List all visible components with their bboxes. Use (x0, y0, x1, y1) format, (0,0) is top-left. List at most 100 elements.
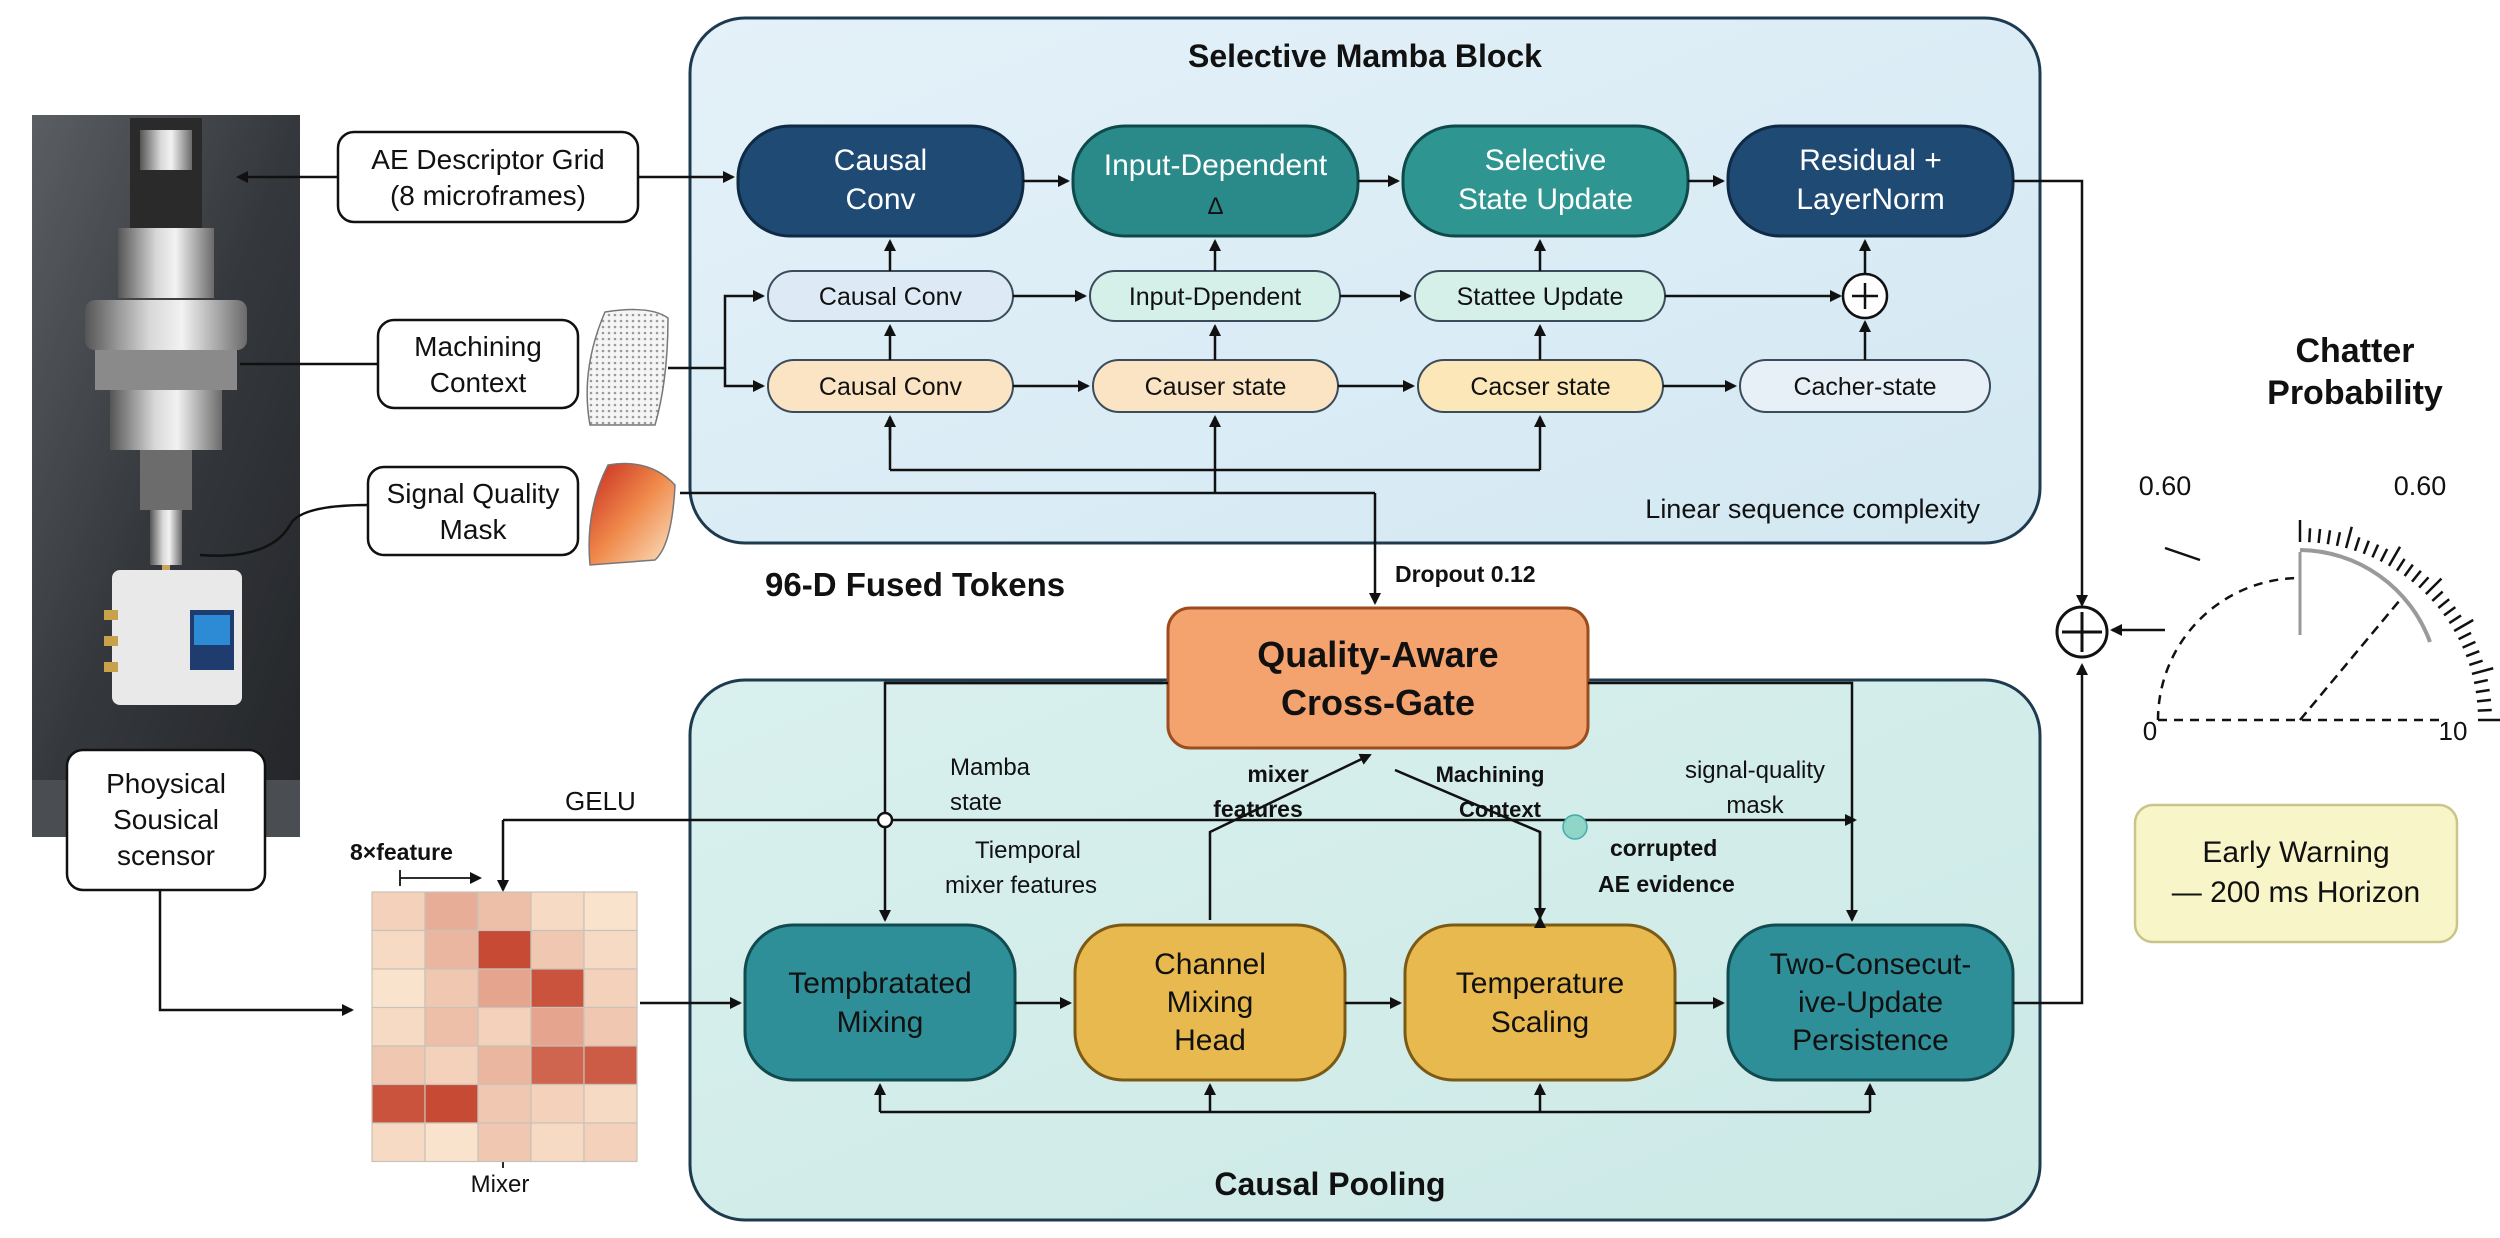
heatmap-cell (583, 1122, 638, 1163)
heatmap-cell (530, 968, 585, 1009)
channel-mixing-line2: Mixing (1167, 986, 1254, 1019)
pooling-connectors (497, 179, 2165, 1114)
heatmap-cell (583, 1045, 638, 1086)
mamba-title: Selective Mamba Block (1188, 38, 1542, 74)
gauge-tick (2403, 563, 2414, 577)
heatmap-cell (530, 929, 585, 970)
row2-state-update-label: Stattee Update (1457, 283, 1624, 311)
residual-line2: LayerNorm (1796, 183, 1944, 216)
heatmap-cell (477, 891, 532, 932)
persistence-line2: ive-Update (1798, 986, 1943, 1019)
warning-line2: — 200 ms Horizon (2172, 876, 2420, 909)
feature-label: 8×feature (350, 839, 453, 865)
gauge-tick (2362, 540, 2370, 555)
channel-mixing-line3: Head (1174, 1024, 1246, 1057)
complexity-label: Linear sequence complexity (1645, 494, 1980, 524)
persistence-line1: Two-Consecut- (1770, 948, 1972, 981)
temporal-line1: Tiemporal (975, 837, 1081, 864)
gauge-tick (2437, 598, 2450, 609)
temperature-scaling-block (1403, 923, 1677, 1082)
residual-line1: Residual + (1799, 144, 1942, 177)
chatter-title-line2: Probability (2267, 374, 2443, 412)
pooling-title: Causal Pooling (1214, 1166, 1445, 1202)
heatmap-cell (530, 1122, 585, 1163)
row3-cacher-state-label: Cacher-state (1793, 373, 1936, 401)
heatmap-cell (530, 891, 585, 932)
heatmap-cell (371, 1006, 426, 1047)
selective-state-line2: State Update (1458, 183, 1633, 216)
gauge-tick (2395, 558, 2406, 572)
mixer-features-line2: features (1213, 796, 1302, 822)
temporal-mixing-block (743, 923, 1017, 1082)
gauge-tick (2424, 577, 2443, 596)
gauge-tick (2443, 606, 2457, 617)
mamba-main-row: Causal Conv Input-Dependent Δ Selective … (736, 124, 2015, 238)
signal-quality-input: Signal Quality Mask (366, 462, 676, 566)
sensor-line2: Sousical (113, 804, 219, 835)
temporal-mixing-line2: Mixing (837, 1006, 924, 1039)
residual-block (1726, 124, 2015, 238)
gauge-tick-left: 0.60 (2139, 471, 2192, 501)
gauge-tick (2344, 526, 2353, 549)
temporal-line2: mixer features (945, 872, 1097, 899)
cross-gate-line1: Quality-Aware (1257, 634, 1498, 675)
heatmap-cell (530, 1006, 585, 1047)
corrupted-line2: AE evidence (1598, 871, 1735, 897)
row3-cacser-state-label: Cacser state (1470, 373, 1610, 401)
heatmap-cell (477, 1083, 532, 1124)
temperature-line1: Temperature (1456, 967, 1624, 1000)
temporal-mixing-line1: Tempbratated (788, 967, 971, 1000)
heatmap-cell (424, 968, 479, 1009)
gauge-tick (2387, 546, 2402, 567)
gauge-tick (2371, 544, 2380, 558)
input-dependent-line1: Input-Dependent (1104, 149, 1328, 182)
ae-grid-line2: (8 microframes) (390, 180, 586, 211)
gelu-label: GELU (565, 786, 636, 816)
heatmap-cell (424, 1045, 479, 1086)
gauge-tick (2465, 650, 2480, 658)
ae-grid-line1: AE Descriptor Grid (371, 144, 604, 175)
gauge-tick (2418, 576, 2430, 589)
temperature-line2: Scaling (1491, 1006, 1589, 1039)
chatter-title-line1: Chatter (2295, 332, 2414, 370)
cross-gate-line2: Cross-Gate (1281, 682, 1475, 723)
heatmap-cell (424, 891, 479, 932)
gauge-tick (2462, 640, 2476, 649)
gauge-tick (2477, 708, 2492, 712)
mach-ctx-line1: Machining (1436, 762, 1545, 787)
input-connectors (158, 171, 1381, 1016)
heatmap-cell (583, 968, 638, 1009)
mixer-heatmap (371, 891, 638, 1163)
causal-conv-block (736, 124, 1025, 238)
heatmap-cell (424, 1122, 479, 1163)
machining-line1: Machining (414, 331, 542, 362)
causal-conv-line2: Conv (845, 183, 915, 216)
sq-mask-line1: signal-quality (1685, 757, 1825, 784)
machine-photo (32, 115, 300, 837)
heatmap-cell (371, 1122, 426, 1163)
gauge-tick (2476, 698, 2492, 703)
flow-labels: Mamba state Tiemporal mixer features mix… (350, 754, 1825, 1198)
row2-causal-conv-label: Causal Conv (819, 283, 963, 311)
gauge-tick (2475, 688, 2490, 694)
gauge-tick (2379, 548, 2389, 562)
signal-line1: Signal Quality (387, 478, 560, 509)
heatmap-cell (371, 968, 426, 1009)
heatmap-cell (477, 1006, 532, 1047)
sensor-line3: scensor (117, 840, 215, 871)
heatmap-cell (371, 1045, 426, 1086)
gauge-tick (2468, 659, 2483, 667)
signal-line2: Mask (440, 514, 508, 545)
gauge-tick-right: 0.60 (2394, 471, 2447, 501)
row2-input-dependent-label: Input-Dpendent (1129, 283, 1301, 311)
gauge-tick (2471, 667, 2494, 676)
heatmap-cell (371, 1083, 426, 1124)
gauge-tick (2458, 631, 2472, 641)
pooling-row: Tempbratated Mixing Channel Mixing Head … (743, 923, 2015, 1082)
heatmap-cell (371, 891, 426, 932)
mixer-features-line1: mixer (1247, 761, 1308, 787)
signal-mask-icon (588, 462, 676, 566)
machining-dots-icon (586, 308, 669, 426)
heatmap-cell (477, 1122, 532, 1163)
